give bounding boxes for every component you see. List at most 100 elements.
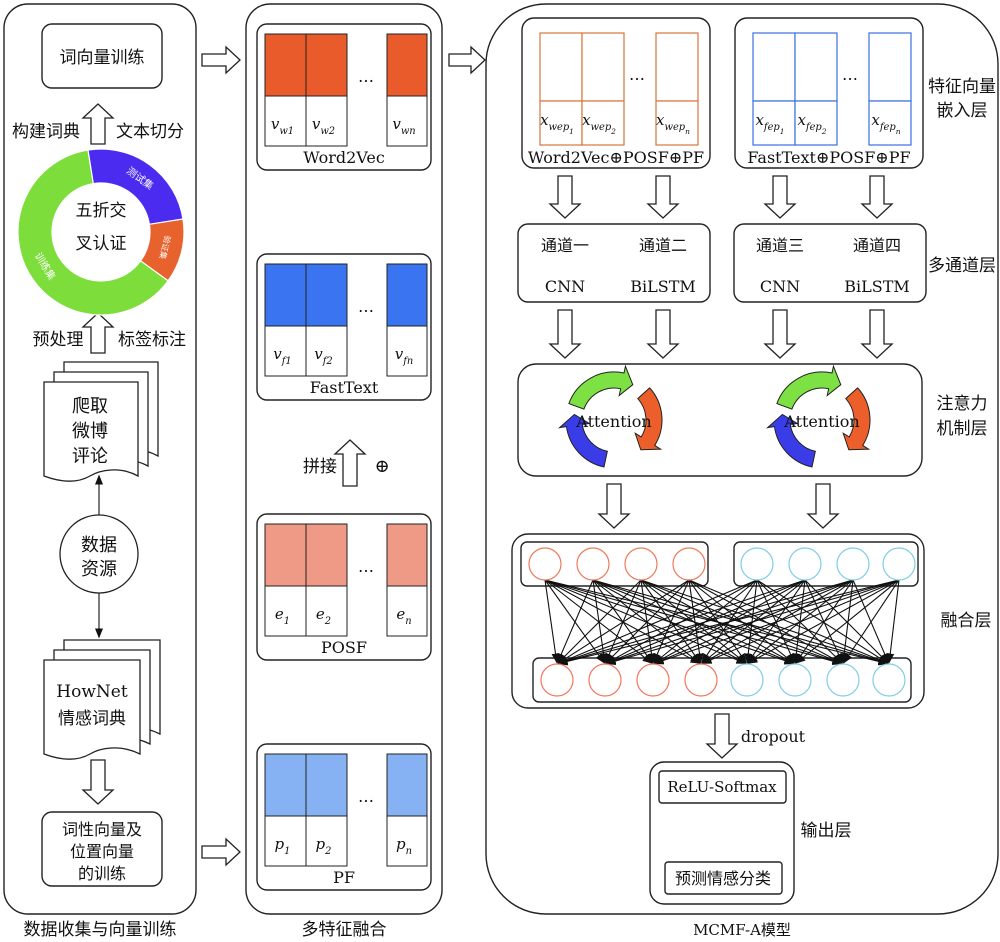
fusion-connection — [640, 579, 889, 665]
block-2-caption: POSF — [321, 638, 367, 657]
middle-panel-caption: 多特征融合 — [302, 920, 387, 940]
emb-right-vector-label-0: xfep1 — [755, 111, 784, 136]
arrow-pos-to-fusion — [201, 837, 241, 867]
fusion-connection — [688, 579, 843, 664]
attention-label-left: Attention — [575, 412, 651, 431]
emb-right-label-cell-2 — [868, 100, 912, 146]
attention-right-green-arrow — [776, 364, 842, 410]
fusion-top-right-neuron-2 — [836, 547, 870, 581]
block-1-vector-label-2: vfn — [395, 345, 414, 367]
emb-left-empty-cell-2 — [655, 32, 699, 102]
block-3-vector-label-1: p2 — [316, 835, 332, 857]
concat-label: 拼接 — [303, 457, 337, 477]
block-2-label-cell-1 — [305, 585, 348, 637]
emb-left-label-cell-1 — [581, 100, 625, 146]
fusion-connection — [886, 579, 900, 664]
arrow-fusion-to-output — [705, 713, 739, 759]
donut-segment-0 — [17, 149, 169, 316]
fusion-bottom-neuron-5 — [778, 663, 812, 697]
block-2-vector-label-0: e1 — [275, 605, 290, 627]
emb-left-vector-label-0: xwep1 — [540, 111, 574, 136]
text-segmentation-label: 文本切分 — [116, 122, 184, 142]
attention-box — [517, 363, 923, 477]
emb-left-label-cell-0 — [539, 100, 583, 146]
block-3-color-cell-2 — [386, 753, 428, 817]
emb-right-caption: FastText⊕POSF⊕PF — [747, 148, 910, 167]
arrow-hownet-down — [81, 759, 115, 805]
arrow-channel-to-attention-2 — [763, 309, 797, 359]
concat-symbol: ⊕ — [374, 456, 389, 477]
attention-right-blue-arrow — [765, 413, 816, 468]
block-0-label-cell-2 — [386, 95, 428, 147]
fusion-connection — [605, 579, 900, 665]
channel-box-left — [517, 223, 711, 303]
fusion-connection — [557, 579, 690, 664]
fusion-connection — [557, 579, 758, 664]
crawl-weibo-document-stack — [43, 361, 159, 482]
preprocess-label: 预处理 — [33, 330, 84, 350]
data-source-line1: 数据 — [81, 535, 117, 556]
hownet-text-line2: 情感词典 — [58, 709, 126, 729]
hownet-document-stack — [43, 639, 161, 760]
block-3-color-cell-1 — [305, 753, 348, 817]
fusion-top-right-neuron-0 — [740, 547, 774, 581]
crawl-text-line3: 评论 — [72, 446, 108, 467]
build-dictionary-label: 构建词典 — [12, 122, 80, 142]
block-2-ellipsis: … — [358, 557, 374, 576]
crawl-text-line1: 爬取 — [72, 396, 108, 417]
fusion-bottom-neuron-1 — [588, 663, 622, 697]
label-annotation-label: 标签标注 — [118, 330, 186, 350]
block-0-caption: Word2Vec — [303, 148, 385, 167]
hownet-text-line1: HowNet — [56, 682, 128, 702]
block-1-label-cell-0 — [264, 325, 307, 377]
layer-channel-label: 多通道层 — [928, 256, 996, 276]
word-vector-training-box — [41, 23, 163, 89]
block-0-color-cell-0 — [264, 33, 307, 97]
block-2-vector-label-1: e2 — [316, 605, 331, 627]
fusion-bottom-neuron-2 — [636, 663, 670, 697]
pos-position-training-box — [41, 811, 163, 887]
emb-right-label-cell-1 — [794, 100, 838, 146]
fusion-connection — [688, 579, 889, 664]
block-0-label-cell-1 — [305, 95, 348, 147]
emb-left-ellipsis: … — [629, 65, 645, 84]
block-0-vector-label-2: vwn — [392, 115, 415, 137]
arrow-attention-to-fusion-right — [806, 483, 840, 529]
fusion-connection — [795, 579, 900, 664]
fusion-connection — [557, 579, 900, 666]
channel-4-name: 通道四 — [853, 236, 901, 255]
channel-2-model: BiLSTM — [630, 277, 696, 296]
arrow-emb-to-channel-2 — [763, 175, 797, 219]
fusion-bottom-neuron-6 — [826, 663, 860, 697]
block-3-color-cell-0 — [264, 753, 307, 817]
attention-right-orange-arrow — [842, 387, 871, 451]
block-0-color-cell-1 — [305, 33, 348, 97]
fusion-bottom-neuron-0 — [540, 663, 574, 697]
dropout-label: dropout — [741, 727, 806, 746]
fusion-connection — [747, 579, 900, 664]
left-panel-caption: 数据收集与向量训练 — [24, 920, 177, 940]
channel-1-model: CNN — [545, 277, 585, 296]
cross-validation-line1: 五折交 — [76, 201, 127, 221]
block-0-label-cell-0 — [264, 95, 307, 147]
fusion-connection — [557, 579, 642, 664]
emb-right-empty-cell-1 — [794, 32, 838, 102]
block-1-caption: FastText — [310, 378, 379, 397]
emb-left-empty-cell-0 — [539, 32, 583, 102]
block-2-vector-label-2: en — [396, 605, 411, 627]
attention-left-blue-arrow — [557, 413, 608, 468]
channel-box-right — [733, 223, 927, 303]
block-1-ellipsis: … — [358, 297, 374, 316]
channel-1-name: 通道一 — [541, 236, 589, 255]
arrow-channel-to-attention-0 — [548, 309, 582, 359]
channel-3-model: CNN — [760, 277, 800, 296]
block-1-vector-label-1: vf2 — [314, 345, 332, 367]
block-1-color-cell-1 — [305, 263, 348, 327]
emb-left-caption: Word2Vec⊕POSF⊕PF — [528, 148, 704, 167]
fusion-bottom-neuron-4 — [730, 663, 764, 697]
block-3-label-cell-1 — [305, 815, 348, 867]
block-1-color-cell-2 — [386, 263, 428, 327]
block-0-color-cell-2 — [386, 33, 428, 97]
